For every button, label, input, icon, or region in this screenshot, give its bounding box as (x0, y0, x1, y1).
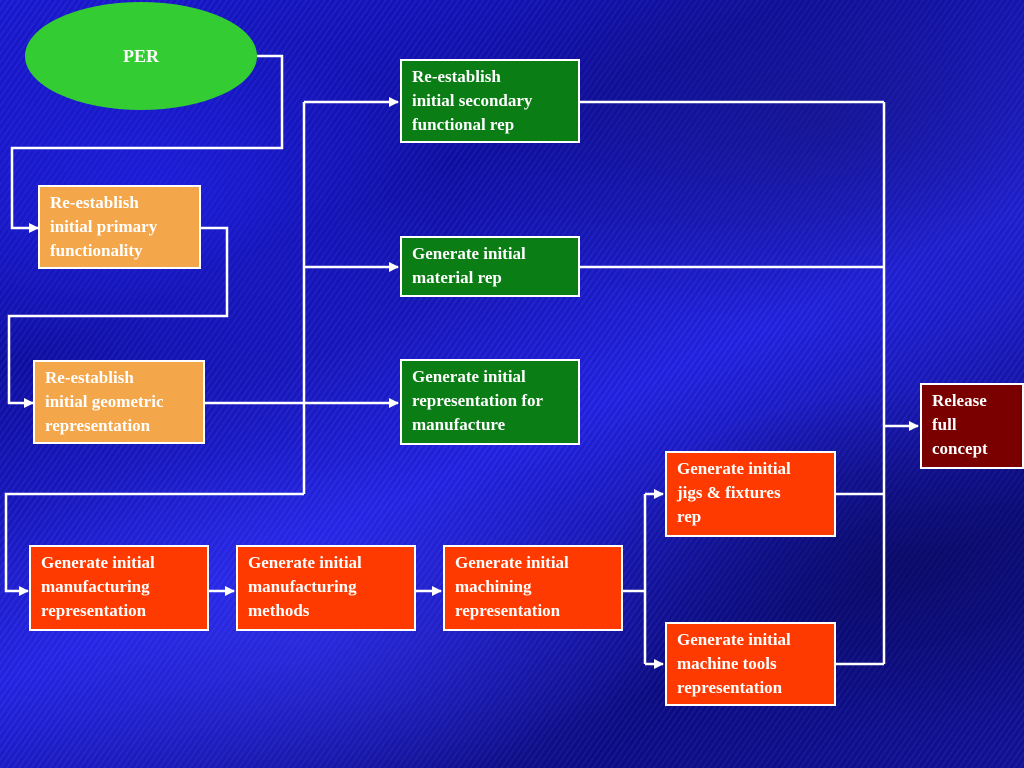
node-reestablish-primary-functionality: Re-establish initial primary functionali… (38, 185, 201, 269)
node-label: Generate initial representation for manu… (412, 367, 544, 434)
node-reestablish-secondary-functional-rep: Re-establish initial secondary functiona… (400, 59, 580, 143)
node-reestablish-geometric-representation: Re-establish initial geometric represent… (33, 360, 205, 444)
connector-per-to-primary (10, 54, 284, 233)
node-release-full-concept: Release full concept (920, 383, 1024, 469)
node-generate-material-rep: Generate initial material rep (400, 236, 580, 297)
node-generate-jigs-fixtures-rep: Generate initial jigs & fixtures rep (665, 451, 836, 537)
node-generate-machine-tools-representation: Generate initial machine tools represent… (665, 622, 836, 706)
node-generate-representation-for-manufacture: Generate initial representation for manu… (400, 359, 580, 445)
node-generate-manufacturing-methods: Generate initial manufacturing methods (236, 545, 416, 631)
per-ellipse: PER (25, 2, 257, 110)
node-label: Re-establish initial primary functionali… (50, 193, 158, 260)
node-generate-manufacturing-representation: Generate initial manufacturing represent… (29, 545, 209, 631)
node-label: Release full concept (932, 391, 988, 458)
node-label: Generate initial manufacturing represent… (41, 553, 155, 620)
node-label: Re-establish initial secondary functiona… (412, 67, 533, 134)
node-label: Generate initial machine tools represent… (677, 630, 791, 697)
connector-primary-to-geometric (7, 226, 229, 408)
per-label: PER (123, 45, 159, 66)
node-label: Generate initial machining representatio… (455, 553, 569, 620)
node-generate-machining-representation: Generate initial machining representatio… (443, 545, 623, 631)
node-label: Re-establish initial geometric represent… (45, 368, 164, 435)
node-label: Generate initial material rep (412, 244, 526, 287)
node-label: Generate initial jigs & fixtures rep (677, 459, 791, 526)
node-label: Generate initial manufacturing methods (248, 553, 362, 620)
connector-to-mfg-representation (4, 492, 304, 596)
